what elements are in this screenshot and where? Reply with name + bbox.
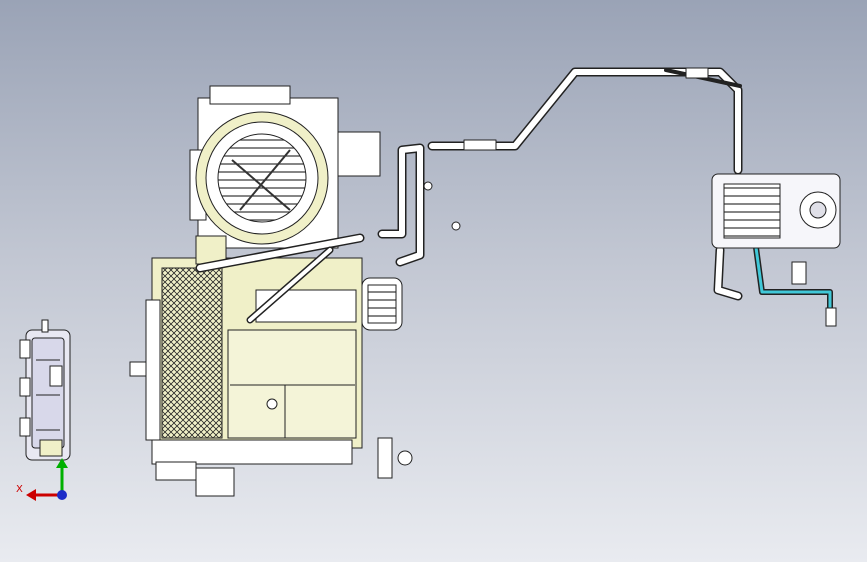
coordinate-triad — [26, 458, 68, 501]
refrigerant-lines[interactable] — [377, 67, 833, 311]
climate-control-panel[interactable] — [19, 319, 71, 461]
x-axis-label: X — [16, 484, 23, 495]
blower-fan[interactable] — [195, 111, 329, 245]
compressor[interactable] — [711, 173, 841, 327]
internal-tube — [195, 233, 365, 324]
